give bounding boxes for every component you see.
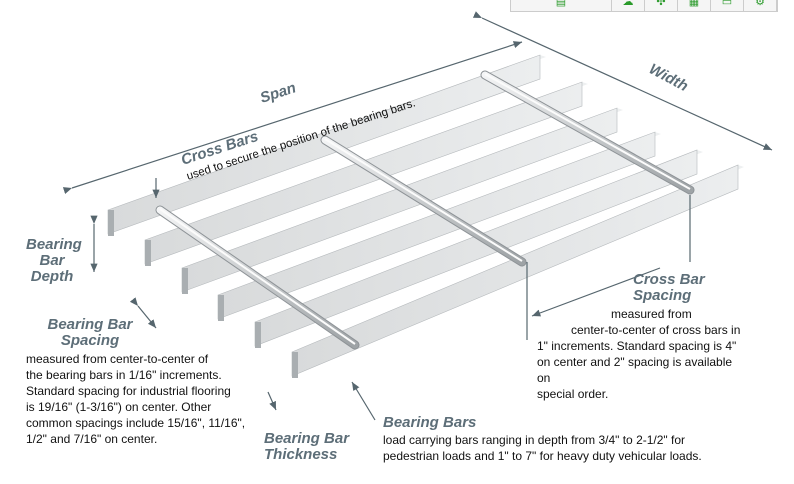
cross-bar-spacing-label: Cross Bar Spacing [633,272,713,304]
cross-bar-highlight [159,208,356,345]
bearing-bars-desc: load carrying bars ranging in depth from… [383,432,702,464]
bearing-bar-spacing-desc: measured from center-to-center of the be… [26,351,245,447]
spacing-dimension-line [129,297,157,329]
width-label: Width [646,61,691,96]
bearing-bar-end [182,268,188,294]
thickness-line [267,391,277,411]
bbs-line-2: Spacing [60,332,120,349]
cross-bar-spacing-desc: measured from center-to-center of cross … [537,306,747,402]
bearing-bar-depth-label: Bearing Bar Depth [26,236,82,285]
window-icon: ▭ [721,0,733,8]
bbt-line-1: Bearing Bar [264,430,350,447]
grid-button[interactable]: ▦ [678,0,711,11]
span-dimension-line [62,41,523,195]
bearing-bars-label: Bearing Bars [383,414,477,431]
bbt-line-2: Thickness [264,446,338,463]
bearing-bar-thickness-label: Bearing Bar Thickness [264,431,349,463]
desc-line: is 19/16" (1-3/16") on center. Other [26,400,212,414]
grid-icon: ▦ [688,0,700,8]
bearing-bar-end [218,295,224,321]
depth-line-2: Bar [39,252,65,269]
bearing-bar-end [292,352,298,378]
desc-line: measured from [611,307,692,321]
document-icon: ▤ [555,0,567,8]
desc-line: measured from center-to-center of [26,352,209,366]
bearing-bar-end [255,322,261,348]
desc-line: 1" increments. Standard spacing is 4" [537,339,737,353]
depth-line-1: Bearing [26,236,82,253]
puzzle-button[interactable]: ✣ [645,0,678,11]
desc-line: center-to-center of cross bars in [571,323,741,337]
desc-line: load carrying bars ranging in depth from… [383,433,686,447]
depth-line-3: Depth [30,268,74,285]
bearing-bar-spacing-label: Bearing Bar Spacing [40,317,140,349]
desc-line: pedestrian loads and 1" to 7" for heavy … [383,449,702,463]
bearing-bars-pointer [351,381,376,421]
cloud-icon: ☁ [622,0,634,8]
gear-icon: ⚙ [755,0,765,8]
width-dimension-line [472,11,773,151]
cbs-line-2: Spacing [633,287,692,304]
desc-line: the bearing bars in 1/16" increments. [26,368,222,382]
desc-line: 1/2" and 7/16" on center. [26,432,158,446]
bearing-bar-end [108,210,114,236]
puzzle-icon: ✣ [656,0,666,8]
desc-line: Standard spacing for industrial flooring [26,384,231,398]
cloud-button[interactable]: ☁ [612,0,645,11]
desc-line: common spacings include 15/16", 11/16", [26,416,246,430]
span-label: Span [258,79,298,107]
cross-bar-spacing-line [531,267,661,317]
desc-line: special order. [537,387,609,401]
gear-button[interactable]: ⚙ [744,0,777,11]
bbs-line-1: Bearing Bar [47,316,133,333]
bearing-bar-end [145,240,151,266]
window-button[interactable]: ▭ [711,0,744,11]
cbs-line-1: Cross Bar [633,271,705,288]
document-button[interactable]: ▤ [511,0,612,11]
desc-line: on center and 2" spacing is available on [537,355,733,385]
